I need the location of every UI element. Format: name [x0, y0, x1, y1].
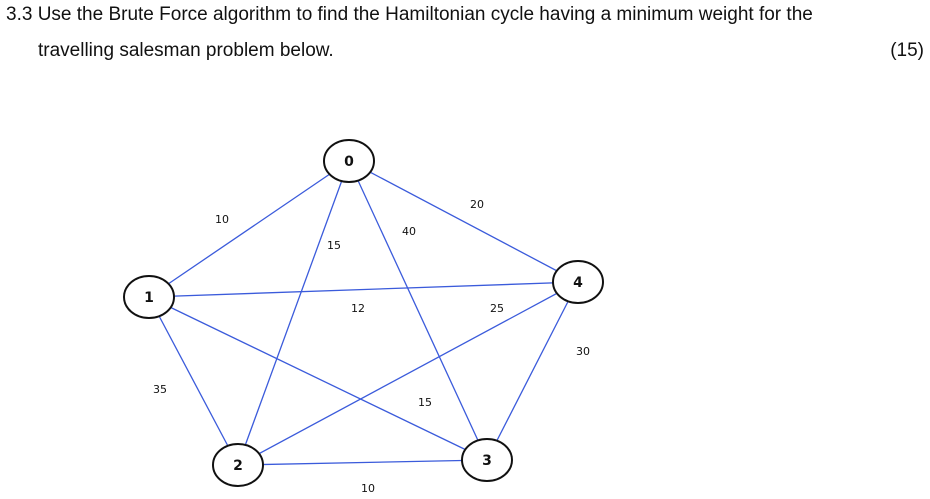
node-1: 1: [123, 275, 175, 319]
question-marks: (15): [890, 40, 924, 61]
node-circle-2: [212, 443, 264, 487]
edge-0-4: [348, 160, 579, 283]
edge-1-4: [148, 281, 579, 298]
node-circle-1: [123, 275, 175, 319]
edge-weight-1-3: 15: [418, 396, 432, 409]
node-label-4: 4: [573, 275, 583, 291]
node-0: 0: [323, 139, 375, 183]
edge-weight-2-4: 25: [490, 302, 504, 315]
edge-2-3: [237, 459, 488, 466]
edge-0-3: [348, 160, 488, 461]
node-circle-3: [461, 438, 513, 482]
edge-weight-0-1: 10: [215, 213, 229, 226]
edge-weight-1-4: 12: [351, 302, 365, 315]
question-line-1: 3.3 Use the Brute Force algorithm to fin…: [6, 4, 813, 25]
node-circle-0: [323, 139, 375, 183]
edge-weight-3-4: 30: [576, 345, 590, 358]
edge-3-4: [486, 281, 579, 461]
node-circle-4: [552, 260, 604, 304]
edge-2-4: [237, 281, 579, 466]
node-label-2: 2: [233, 458, 243, 474]
edge-0-2: [237, 160, 350, 466]
edge-1-2: [148, 296, 239, 466]
edge-0-1: [148, 160, 350, 298]
node-label-1: 1: [144, 290, 154, 306]
node-2: 2: [212, 443, 264, 487]
node-4: 4: [552, 260, 604, 304]
edges-layer: [148, 160, 579, 466]
edge-weight-0-4: 20: [470, 198, 484, 211]
question-text: 3.3 Use the Brute Force algorithm to fin…: [0, 0, 930, 80]
edge-weight-0-3: 40: [402, 225, 416, 238]
node-3: 3: [461, 438, 513, 482]
edge-1-3: [148, 296, 488, 461]
node-label-0: 0: [344, 154, 354, 170]
edge-weight-1-2: 35: [153, 383, 167, 396]
question-line-2: travelling salesman problem below.: [38, 40, 334, 61]
edge-weight-0-2: 15: [327, 239, 341, 252]
edge-weight-2-3: 10: [361, 482, 375, 495]
weights-layer: 10 15 40 20 12 25 30 35 15 10: [153, 198, 590, 495]
node-label-3: 3: [482, 453, 492, 469]
